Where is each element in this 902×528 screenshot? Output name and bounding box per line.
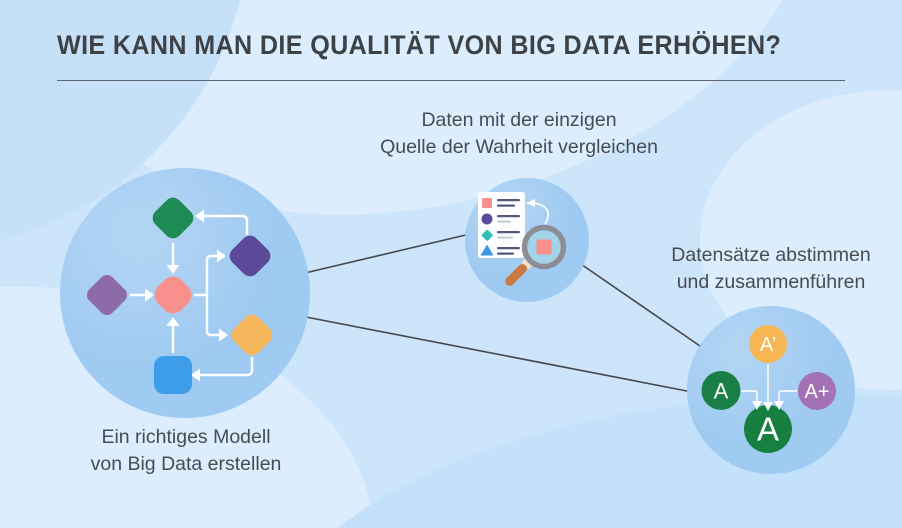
compare-curved-arrowhead: [526, 199, 535, 207]
magnified-pink-square: [536, 239, 552, 255]
flowchart-node-dark-purple-diamond: [229, 235, 271, 277]
merge-source-left-circle: [701, 371, 741, 410]
document-list-bullets: [480, 198, 494, 256]
flowchart-arrows: [129, 214, 254, 377]
merge-step-caption: Datensätze abstimmen und zusammenführen: [640, 242, 902, 296]
merge-source-right-label: A+: [804, 381, 829, 403]
flowchart-arrowheads: [145, 209, 228, 382]
flowchart-node-light-purple-diamond: [86, 274, 128, 316]
caption-line: und zusammenführen: [676, 271, 866, 293]
merge-result-circle: [744, 405, 792, 453]
caption-line: Datensätze abstimmen: [671, 244, 871, 266]
page-title: WIE KANN MAN DIE QUALITÄT VON BIG DATA E…: [57, 30, 782, 60]
caption-line: von Big Data erstellen: [90, 453, 282, 475]
merge-arrowheads: [752, 401, 784, 411]
document-magnifier-icon: [478, 192, 567, 286]
connector-model-merge: [305, 316, 693, 393]
document-text-lines: [497, 199, 520, 255]
flowchart-node-blue-square: [154, 356, 192, 394]
merge-source-top-circle: [749, 325, 787, 363]
merge-arrows: [741, 364, 797, 403]
magnifier-handle: [505, 264, 527, 286]
flowchart-icon: [86, 197, 273, 394]
connector-model-compare: [304, 233, 471, 274]
magnifier-icon: [505, 224, 567, 286]
model-step-caption: Ein richtiges Modell von Big Data erstel…: [46, 424, 326, 478]
connector-compare-merge: [574, 259, 701, 347]
merge-source-right-circle: [798, 372, 836, 410]
caption-line: Quelle der Wahrheit vergleichen: [380, 136, 658, 158]
caption-line: Ein richtiges Modell: [101, 426, 271, 448]
compare-curved-arrow: [533, 202, 549, 225]
document-sheet: [478, 192, 525, 258]
merge-result-label: A: [757, 411, 779, 448]
flowchart-node-pink-center: [154, 276, 192, 314]
compare-step-circle: [465, 178, 589, 302]
title-divider: [57, 80, 845, 81]
flowchart-node-green-diamond: [152, 197, 194, 239]
merge-diagram-icon: A’ A A+ A: [701, 325, 836, 453]
model-step-circle: [60, 168, 310, 418]
merge-source-top-label: A’: [760, 334, 776, 356]
compare-step-caption: Daten mit der einzigen Quelle der Wahrhe…: [356, 107, 682, 161]
merge-source-left-label: A: [714, 379, 729, 404]
flowchart-node-orange-diamond: [231, 314, 273, 356]
caption-line: Daten mit der einzigen: [421, 109, 617, 131]
magnifier-handle-collar: [521, 258, 533, 270]
merge-step-circle: A’ A A+ A: [687, 306, 855, 474]
